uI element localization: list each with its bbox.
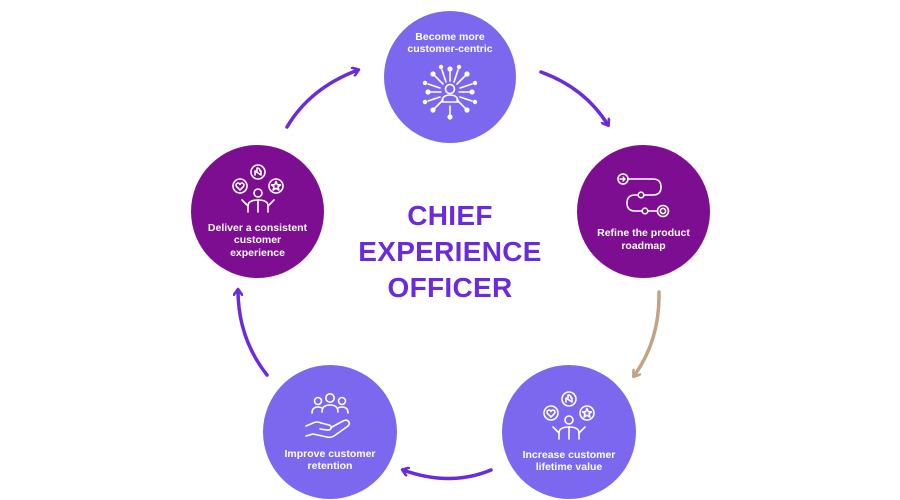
- person-with-reactions-icon: [543, 390, 595, 440]
- node-label: Improve customer retention: [284, 447, 376, 473]
- person-with-reactions-icon: [231, 163, 284, 213]
- arrow-top-to-right: [539, 70, 608, 125]
- node-label: Refine the product roadmap: [597, 227, 690, 252]
- arrow-bottom-right-to-bottom-left: [403, 470, 493, 481]
- node-deliver-consistent-experience: Deliver a consistent customer experience: [191, 145, 324, 278]
- arrow-bottom-left-to-left: [238, 290, 269, 377]
- arrow-right-to-bottom-right: [634, 290, 661, 376]
- arrow-left-to-top: [285, 70, 358, 129]
- node-label: Become more customer-centric: [407, 30, 493, 56]
- node-become-customer-centric: Become more customer-centric: [384, 11, 516, 143]
- node-refine-product-roadmap: Refine the product roadmap: [577, 145, 710, 278]
- roadmap-path-icon: [616, 173, 669, 218]
- people-network-icon: [422, 64, 478, 120]
- hand-holding-group-icon: [305, 392, 351, 438]
- center-title: CHIEF EXPERIENCE OFFICER: [358, 200, 542, 303]
- node-improve-retention: Improve customer retention: [263, 365, 397, 499]
- node-label: Increase customer lifetime value: [522, 448, 616, 474]
- node-increase-lifetime-value: Increase customer lifetime value: [502, 365, 636, 499]
- node-label: Deliver a consistent customer experience: [207, 221, 308, 259]
